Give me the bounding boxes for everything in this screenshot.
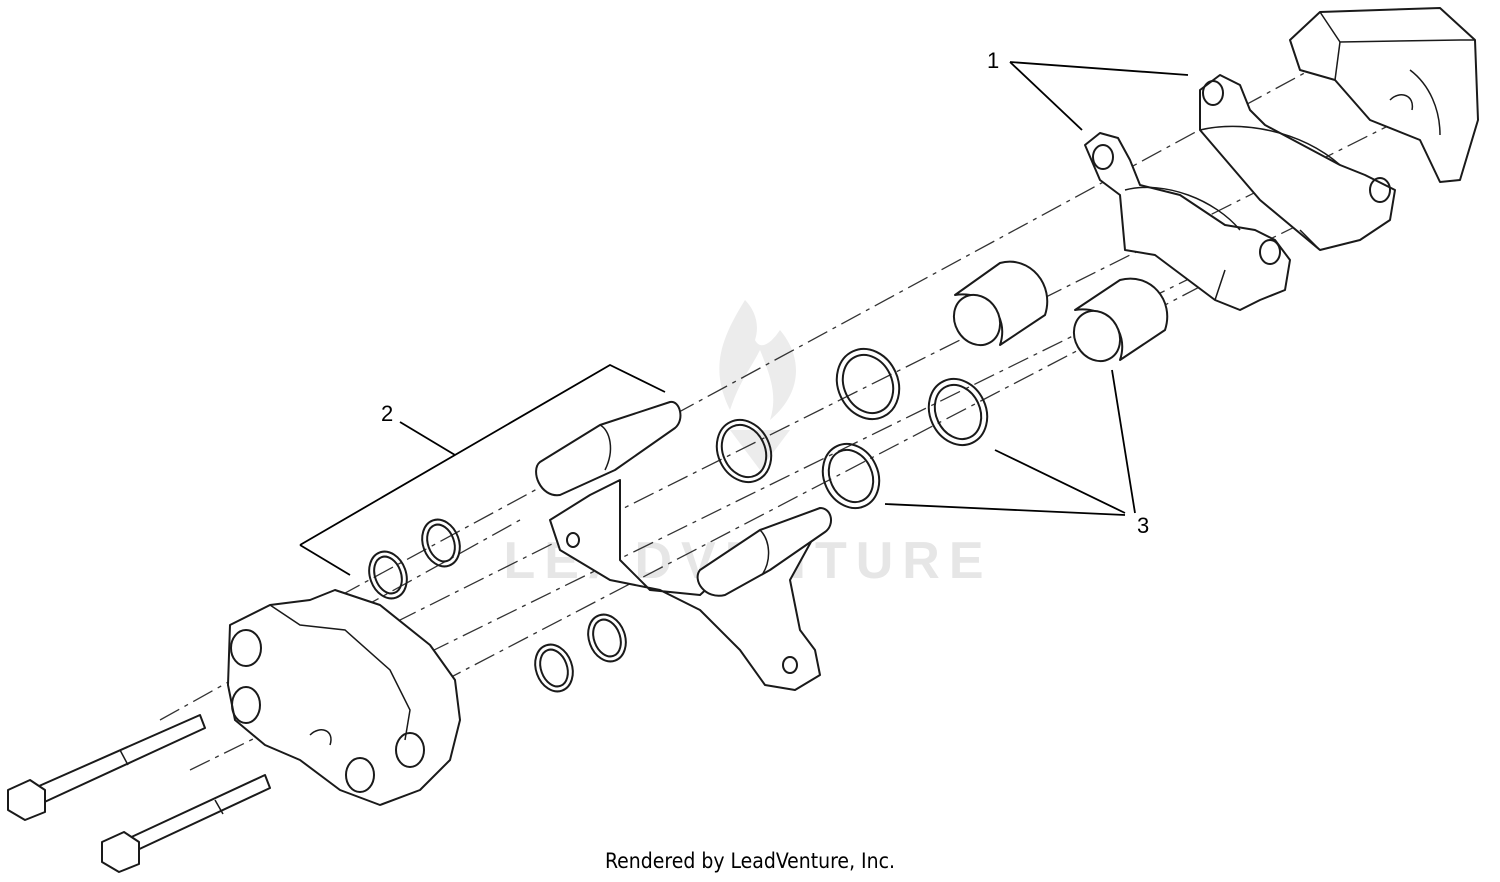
brake-pad-front xyxy=(1084,132,1291,311)
render-credit: Rendered by LeadVenture, Inc. xyxy=(605,849,895,873)
leader-lines xyxy=(299,61,1189,576)
caliper-bracket xyxy=(535,400,832,691)
callout-3: 3 xyxy=(1137,513,1149,538)
caliper-body xyxy=(227,589,461,806)
flame-logo-icon xyxy=(719,300,797,470)
callout-2: 2 xyxy=(381,401,393,426)
o-rings xyxy=(368,518,627,693)
piston-right xyxy=(1072,277,1169,363)
brake-pad-rear xyxy=(1199,74,1396,251)
callout-1: 1 xyxy=(987,48,999,73)
piston-left xyxy=(952,260,1049,347)
piston-seals xyxy=(715,347,989,510)
mounting-bolts xyxy=(7,714,271,873)
caliper-cover xyxy=(1289,7,1479,183)
